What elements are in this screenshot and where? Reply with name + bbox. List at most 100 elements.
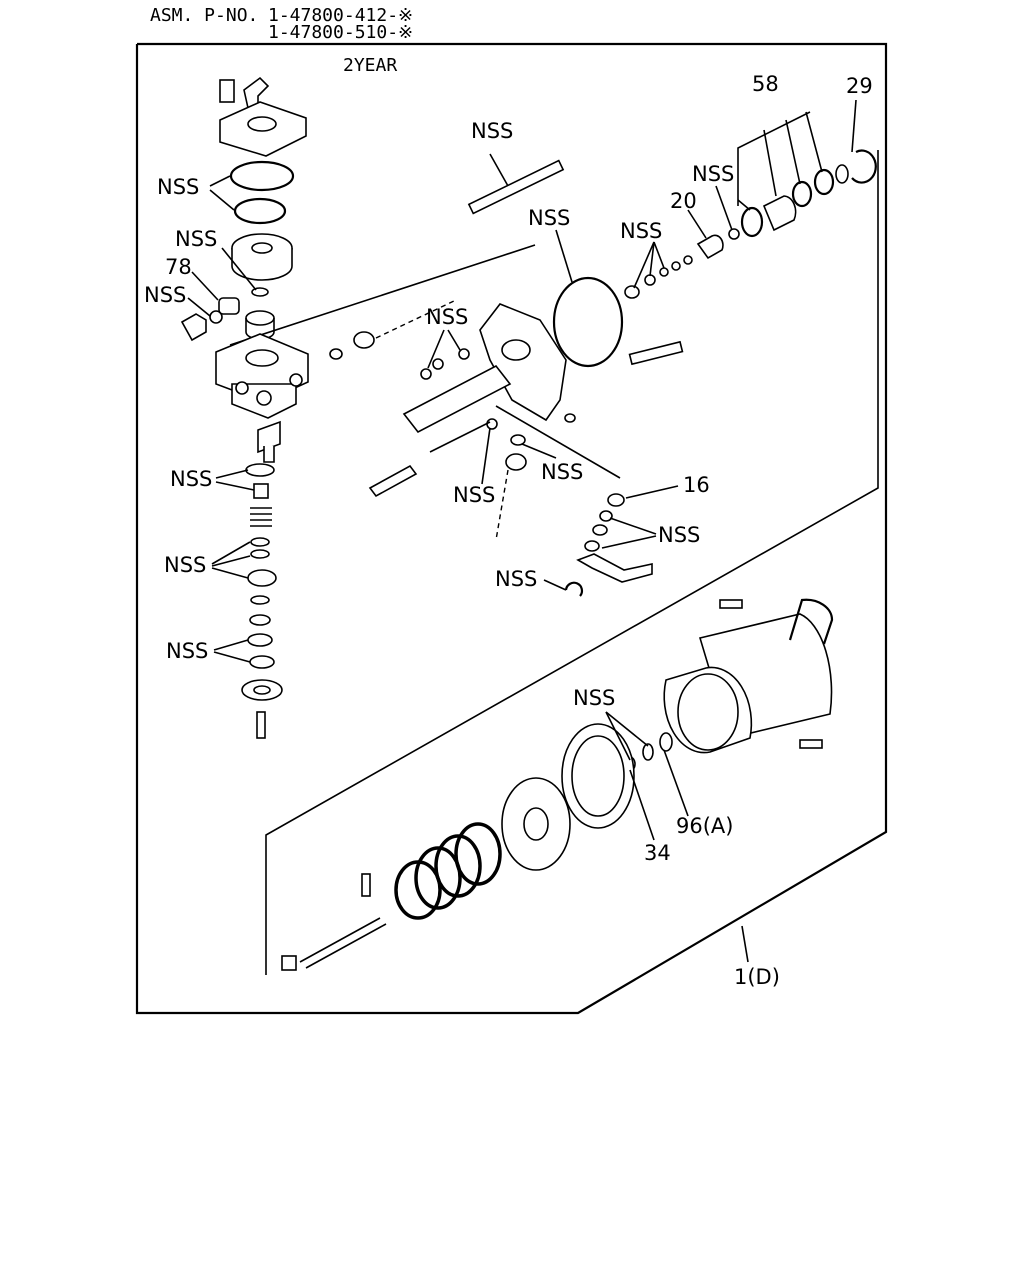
valve-port-right (289, 373, 303, 387)
label-34: 34 (644, 841, 671, 865)
piston-58 (762, 195, 797, 232)
leader-1d (741, 925, 749, 963)
top-cover-port (247, 116, 277, 132)
leader-58 (737, 111, 811, 206)
leader-nss-seal1-a (215, 469, 249, 479)
push-rod (299, 917, 381, 963)
o-ring-58b (791, 180, 813, 208)
washer-96a (659, 732, 673, 752)
part-number-1: 1-47800-412-※ (268, 5, 413, 26)
booster-piston-hub (523, 807, 549, 841)
leader-nss-ring-20 (715, 185, 733, 231)
label-nss-ring-20: NSS (692, 162, 734, 186)
booster-flange (663, 666, 753, 754)
switch-bracket (257, 420, 281, 454)
booster-bolt-bottom (799, 739, 823, 749)
ring-1 (624, 285, 640, 299)
ring-4 (671, 261, 681, 271)
return-spring-coil-2 (414, 846, 462, 910)
label-nss-small-o-ring: NSS (175, 227, 217, 251)
bushing-78 (218, 297, 240, 315)
ring-2 (644, 274, 656, 286)
leader-nss-seals2-c (211, 567, 249, 579)
asm-prefix-label: ASM. P-NO. (150, 5, 258, 26)
leader-nss-relay-b (447, 329, 461, 351)
relay-cylinder (402, 364, 512, 434)
leader-nss-booster-a (605, 711, 631, 761)
large-o-ring-1 (229, 160, 295, 192)
spring-top (245, 310, 275, 326)
leader-nss-small-o-ring (221, 247, 257, 291)
piston-body (231, 248, 293, 281)
leader-16-label (625, 485, 679, 499)
part-number-2: 1-47800-510-※ (268, 22, 413, 43)
leader-nss-clip (543, 579, 567, 591)
relay-valve-assembly (329, 159, 684, 541)
leader-16 (495, 405, 621, 479)
leader-nss-seals3-a (213, 639, 249, 651)
warranty-label: 2YEAR (343, 55, 397, 76)
assembly-bracket (265, 150, 879, 975)
leader-nss-rings-b (649, 241, 655, 277)
label-96a: 96(A) (676, 814, 733, 838)
label-nss-plunger-o-ring: NSS (453, 483, 495, 507)
label-nss-16: NSS (658, 523, 700, 547)
leader-nss-cable-tie (489, 153, 509, 187)
label-20: 20 (670, 189, 697, 213)
leader-58-c (785, 119, 801, 185)
leader-nss-seal (187, 297, 211, 317)
small-spring (250, 507, 272, 527)
leader-29 (851, 99, 857, 153)
booster-flange-bore (677, 673, 739, 751)
o-ring-58c (813, 168, 835, 196)
diagram-frame (135, 42, 888, 1015)
label-29: 29 (846, 74, 873, 98)
cable-tie (467, 159, 565, 215)
leader-nss-seals2-b (211, 555, 251, 567)
large-o-ring-2 (233, 197, 287, 225)
label-nss-relay: NSS (426, 305, 468, 329)
seal-16c (584, 540, 600, 552)
label-nss-seal-1: NSS (170, 467, 212, 491)
booster-handle (788, 598, 834, 645)
adjuster-screw (368, 464, 418, 498)
housing-o-ring (552, 276, 624, 368)
bottom-bolt (256, 711, 266, 739)
label-nss-seals-2: NSS (164, 553, 206, 577)
ring-nss-20 (728, 228, 740, 240)
push-rod-clevis (281, 955, 297, 971)
left-parts-column (180, 76, 309, 739)
bushing-seal (209, 310, 223, 324)
plunger-leader (495, 469, 509, 541)
push-rod-pin (361, 873, 371, 897)
seal-3 (247, 633, 273, 647)
snap-ring-29 (851, 149, 877, 184)
seal-1 (245, 463, 275, 477)
nut (564, 413, 576, 423)
leader-nss-16-a (609, 517, 657, 535)
small-o-ring (251, 287, 269, 297)
label-nss-cable-tie: NSS (471, 119, 513, 143)
leader-58-a (737, 199, 751, 211)
bottom-cap (241, 679, 283, 701)
leader-78 (191, 271, 219, 301)
o-ring-c (250, 595, 270, 605)
relay-plug (353, 331, 375, 349)
upper-right-parts (624, 149, 877, 299)
leader-nss-rings-c (653, 241, 665, 269)
seal-2 (247, 569, 277, 587)
assembly-bracket-top (229, 244, 536, 346)
leader-nss-seal1-b (215, 481, 255, 491)
label-nss-plunger-seal: NSS (541, 460, 583, 484)
label-58: 58 (752, 72, 779, 96)
o-ring-b (250, 549, 270, 559)
leader-34 (629, 769, 655, 841)
return-spring-coil-3 (434, 834, 482, 898)
return-spring-coil-4 (454, 822, 502, 886)
label-nss-housing-o-ring: NSS (528, 206, 570, 230)
plunger-seal (510, 434, 526, 446)
seal-16b (592, 524, 608, 536)
leader-nss-16-b (601, 535, 657, 549)
ring-58d (835, 164, 849, 184)
